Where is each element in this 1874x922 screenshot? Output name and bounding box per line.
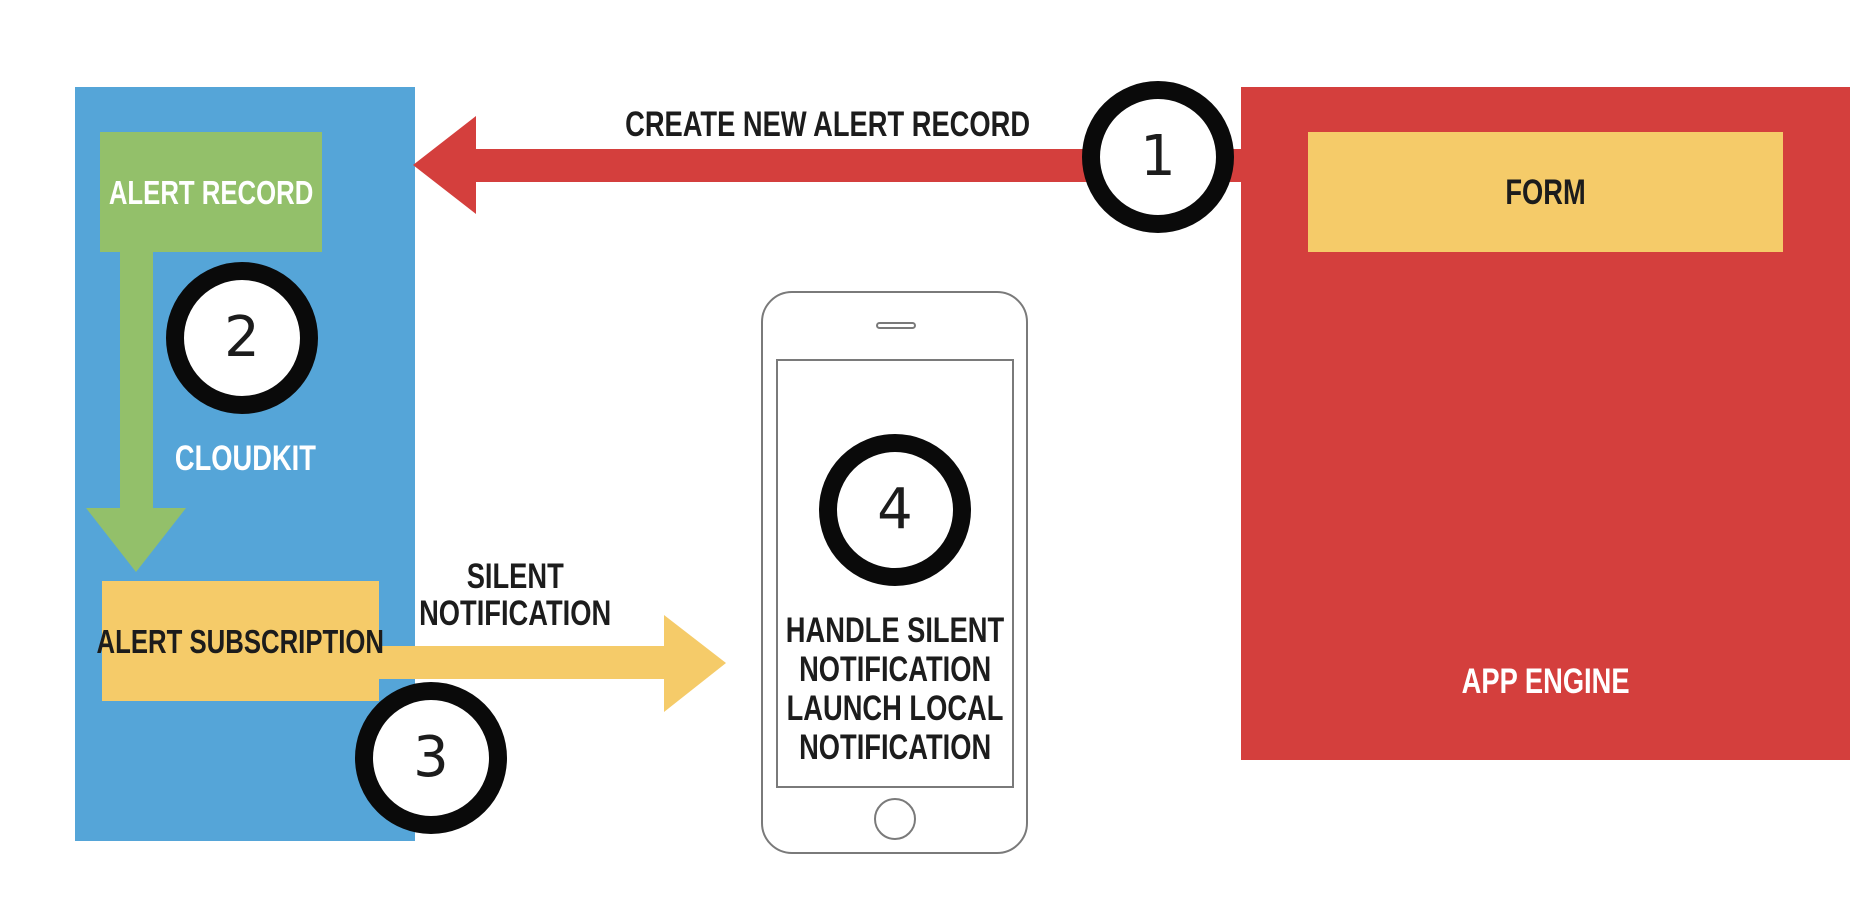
step-3-number: 3 xyxy=(413,725,449,790)
create-record-label: CREATE NEW ALERT RECORD xyxy=(625,104,1030,144)
step-4-number: 4 xyxy=(877,477,913,542)
alert-subscription-label: ALERT SUBSCRIPTION xyxy=(96,622,385,660)
phone-text-line1: HANDLE SILENT xyxy=(785,611,1005,650)
alert-record-box: ALERT RECORD xyxy=(100,132,322,252)
silent-notification-arrow xyxy=(378,615,726,712)
phone-screen-text: HANDLE SILENT NOTIFICATION LAUNCH LOCAL … xyxy=(780,606,1010,772)
alert-subscription-box: ALERT SUBSCRIPTION xyxy=(97,581,384,701)
step-2-circle: 2 xyxy=(166,262,318,414)
step-1-circle: 1 xyxy=(1082,81,1234,233)
step-1-number: 1 xyxy=(1140,124,1176,189)
form-box: FORM xyxy=(1308,132,1783,252)
phone-text-line3: LAUNCH LOCAL xyxy=(786,689,1004,728)
alert-record-label: ALERT RECORD xyxy=(108,173,314,211)
form-label: FORM xyxy=(1505,172,1586,212)
cloudkit-label-container: CLOUDKIT xyxy=(165,438,325,478)
silent-label-line2: NOTIFICATION xyxy=(418,594,612,633)
step-4-circle: 4 xyxy=(819,434,971,586)
silent-notification-label: SILENT NOTIFICATION xyxy=(400,555,630,635)
step-3-circle: 3 xyxy=(355,682,507,834)
cloudkit-label: CLOUDKIT xyxy=(174,438,316,478)
phone-text-line4: NOTIFICATION xyxy=(798,728,992,767)
phone-text-line2: NOTIFICATION xyxy=(798,650,992,689)
step-2-number: 2 xyxy=(224,305,260,370)
create-record-label-container: CREATE NEW ALERT RECORD xyxy=(600,104,1055,144)
app-engine-label: APP ENGINE xyxy=(1462,661,1630,701)
silent-label-line1: SILENT xyxy=(466,557,564,596)
app-engine-label-container: APP ENGINE xyxy=(1441,661,1651,701)
record-to-subscription-arrow xyxy=(86,250,186,572)
